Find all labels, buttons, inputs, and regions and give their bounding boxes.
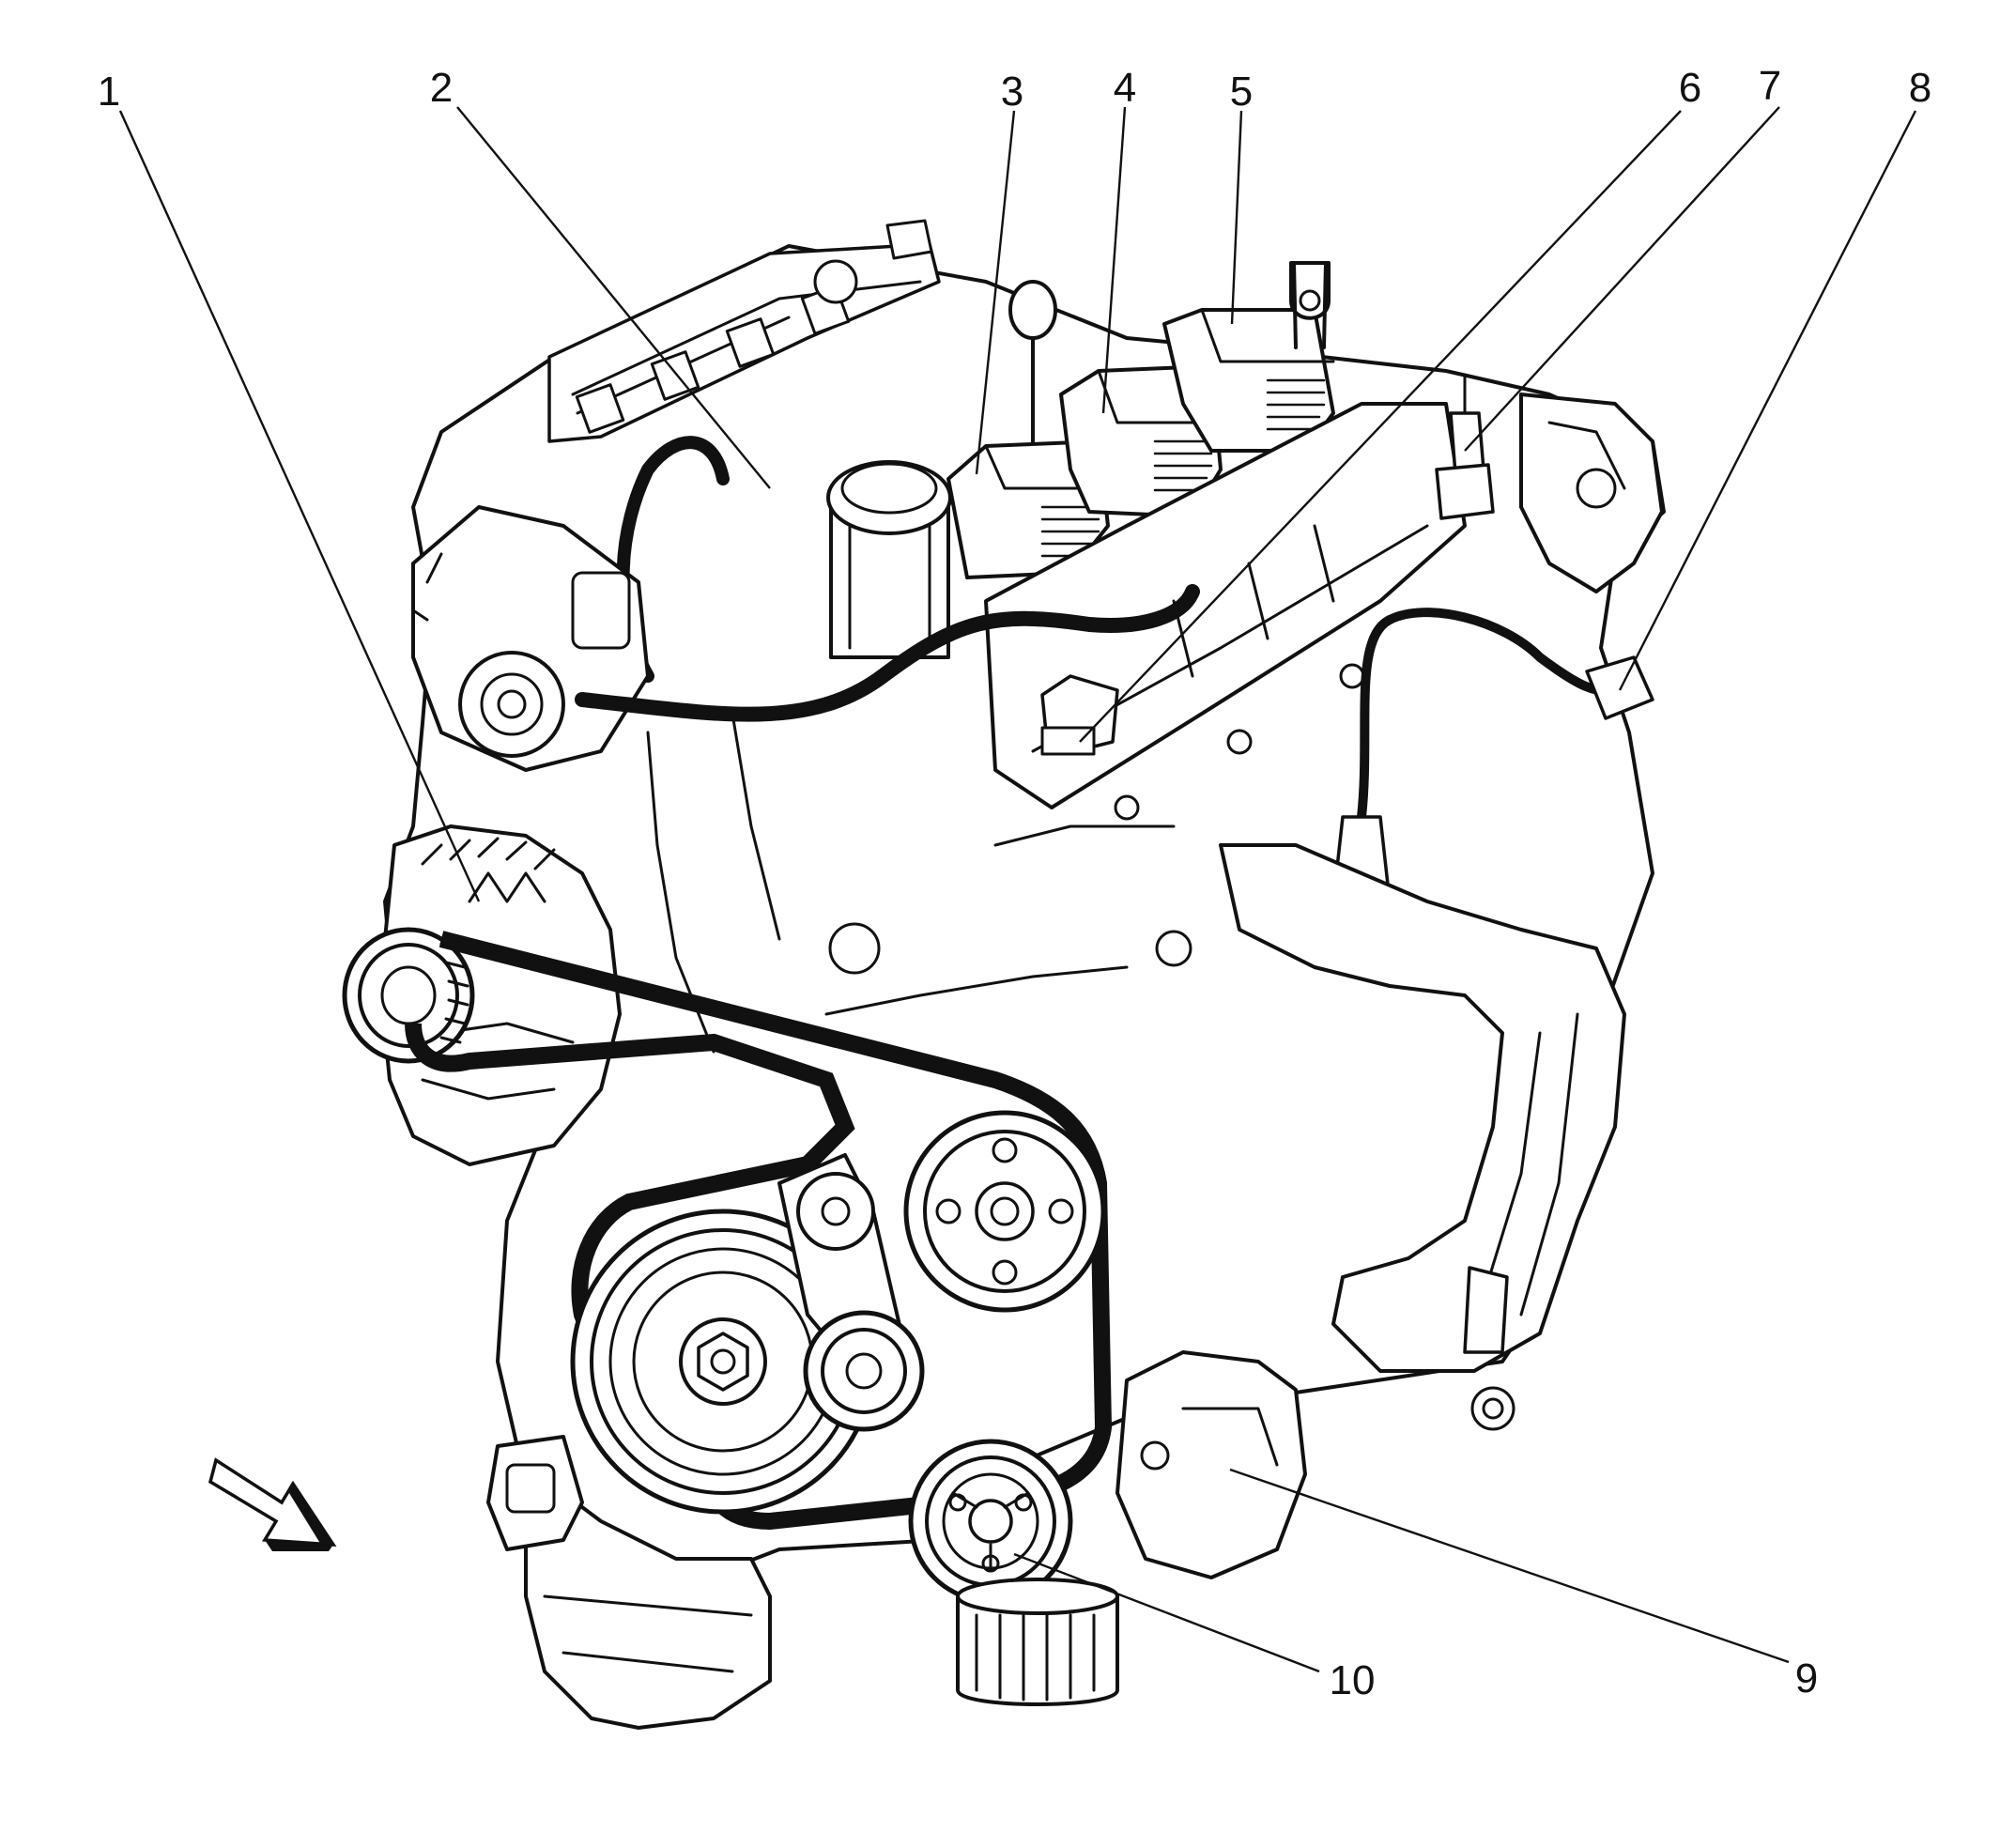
callout-labels: 1 2 3 4 5 6 7 8 9 10 [98, 63, 1931, 1703]
callout-1: 1 [98, 69, 120, 115]
oil-filter [956, 1594, 1119, 1706]
callout-10: 10 [1330, 1657, 1376, 1703]
callout-4: 4 [1114, 65, 1136, 111]
leader-lines [118, 106, 1917, 1673]
engine-mount-bracket [1519, 393, 1664, 593]
exhaust-manifold [1219, 843, 1626, 1373]
view-direction-arrow-icon [208, 1457, 337, 1551]
callout-7: 7 [1759, 63, 1781, 109]
oil-pan [524, 1463, 772, 1730]
generator [342, 824, 622, 1166]
callout-3: 3 [1001, 69, 1023, 115]
leader-2 [456, 106, 771, 489]
callout-5: 5 [1230, 69, 1253, 115]
leader-8 [1618, 110, 1917, 691]
engine-illustration [342, 219, 1666, 1730]
leader-7 [1464, 106, 1780, 452]
leader-1 [118, 110, 481, 902]
belt-tensioner [777, 1153, 925, 1432]
leader-10 [1013, 1552, 1320, 1673]
leader-5 [1230, 110, 1243, 325]
callout-2: 2 [430, 65, 453, 111]
callout-6: 6 [1679, 65, 1701, 111]
crankshaft-balancer [570, 1209, 876, 1515]
leader-4 [1101, 106, 1127, 414]
ac-compressor-clutch [908, 1439, 1073, 1604]
leader-6 [1079, 110, 1682, 743]
callout-8: 8 [1909, 65, 1931, 111]
callout-9: 9 [1795, 1656, 1818, 1702]
leader-9 [1229, 1468, 1790, 1664]
water-pump-pulley [903, 1110, 1106, 1313]
leader-3 [975, 110, 1016, 475]
